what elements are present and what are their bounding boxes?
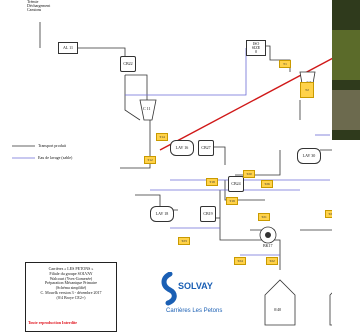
equipment-al11: AL 11 [58,42,78,54]
solvay-logo: SOLVAY Carrières Les Petons [152,271,240,322]
tag: T22 [266,257,278,265]
silo-left: 0/40 [274,307,282,312]
brand-subtitle: Carrières Les Petons [166,308,223,314]
tag: T19 [226,197,238,205]
info-block: Carrières « LES PETONS » Filiale du grou… [25,262,117,332]
tag: T14 [156,133,168,141]
brand-name: SOLVAY [178,281,213,291]
equipment-cb24: CB24 [228,176,244,192]
equipment-lav16: LAV 16 [170,140,194,156]
tag: T23 [178,237,190,245]
legend-product: Transport produit [38,143,66,148]
equipment-cb27: CB27 [198,140,214,156]
tag: T18 [206,178,218,186]
legend-water: Eau de lavage (sable) [38,155,73,160]
equipment-lav30: LAV 30 [297,148,321,164]
tag: T21 [258,213,270,221]
photo-image [332,0,360,332]
tag: T24 [234,257,246,265]
top-label: Trémie Déchargement Camions [27,0,51,13]
tag: T1 [279,60,291,68]
equipment-bk17: BK17 [263,243,273,248]
warning-text: Toute reproduction Interdite [28,320,78,325]
equipment-cb22: CB22 [120,56,136,72]
equipment-cb19: CB19 [200,206,216,222]
solvay-mark-icon [161,271,177,306]
tag: T2 [300,82,314,98]
tag: T26 [261,180,273,188]
tag: T20 [243,170,255,178]
equipment-c11: C 11 [143,106,151,111]
equipment-lav18: LAV 18 [150,206,174,222]
tag: T12 [144,156,156,164]
